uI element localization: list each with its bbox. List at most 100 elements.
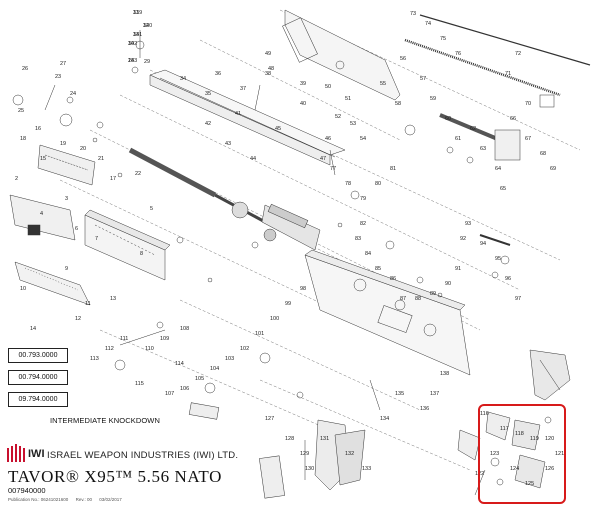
part-number-131: 131 <box>320 436 329 442</box>
part-number-130: 130 <box>305 466 314 472</box>
part-number-109: 109 <box>160 336 169 342</box>
part-number-20: 20 <box>80 146 86 152</box>
reference-number-2: 00.794.0000 <box>8 370 68 385</box>
part-number-55: 55 <box>380 81 386 87</box>
part-number-132: 132 <box>345 451 354 457</box>
recoil-rod <box>404 14 591 108</box>
part-number-45: 45 <box>275 126 281 132</box>
part-number-72: 72 <box>515 51 521 57</box>
part-number-8: 8 <box>140 251 143 257</box>
part-number-84: 84 <box>365 251 371 257</box>
publication-info: Publication No.: 06241021600 Rev.: 00 03… <box>8 497 128 502</box>
logo-stripes <box>7 444 25 462</box>
part-number-26: 26 <box>22 66 28 72</box>
part-number-103: 103 <box>225 356 234 362</box>
part-number-59: 59 <box>430 96 436 102</box>
part-number-80: 80 <box>375 181 381 187</box>
part-number-91: 91 <box>455 266 461 272</box>
part-number-78: 78 <box>345 181 351 187</box>
part-number-28: 28 <box>128 58 134 64</box>
part-number-43: 43 <box>225 141 231 147</box>
part-number-35: 35 <box>205 91 211 97</box>
top-housing <box>282 9 401 101</box>
logo-text: IWI <box>28 448 45 460</box>
part-number-46: 46 <box>325 136 331 142</box>
revision: Rev.: 00 <box>75 497 93 502</box>
part-number-49: 49 <box>265 51 271 57</box>
part-number-9: 9 <box>65 266 68 272</box>
part-number-33: 33 <box>133 32 139 38</box>
part-number-140: 140 <box>143 23 152 29</box>
part-number-61: 61 <box>455 136 461 142</box>
part-number-71: 71 <box>505 71 511 77</box>
part-number-139: 139 <box>133 10 142 16</box>
part-number-58: 58 <box>395 101 401 107</box>
part-number-62: 62 <box>470 126 476 132</box>
part-number-24: 24 <box>70 91 76 97</box>
part-number-100: 100 <box>270 316 279 322</box>
part-number-39: 39 <box>300 81 306 87</box>
forward-handguard <box>84 209 171 281</box>
part-number-81: 81 <box>390 166 396 172</box>
part-number-111: 111 <box>120 336 128 342</box>
part-number-31: 31 <box>133 10 139 16</box>
part-number-113: 113 <box>90 356 99 362</box>
part-number-123: 123 <box>490 451 499 457</box>
bolt-carrier <box>261 203 321 251</box>
part-number-112: 112 <box>105 346 114 352</box>
part-number-7: 7 <box>95 236 98 242</box>
part-number-93: 93 <box>465 221 471 227</box>
part-number-40: 40 <box>300 101 306 107</box>
part-number-124: 124 <box>510 466 519 472</box>
part-number-138: 138 <box>440 371 449 377</box>
part-number-12: 12 <box>75 316 81 322</box>
part-number-135: 135 <box>395 391 404 397</box>
part-number-142: 142 <box>128 41 137 47</box>
part-number-13: 13 <box>110 296 116 302</box>
part-number-77: 77 <box>330 166 336 172</box>
part-number-41: 41 <box>235 111 241 117</box>
part-number-134: 134 <box>380 416 389 422</box>
upper-rail <box>149 69 346 166</box>
part-number-114: 114 <box>175 361 184 367</box>
part-number-106: 106 <box>180 386 189 392</box>
part-number-18: 18 <box>20 136 26 142</box>
part-number-107: 107 <box>165 391 174 397</box>
part-number-74: 74 <box>425 21 431 27</box>
gas-piston <box>439 113 521 161</box>
part-number-121: 121 <box>555 451 564 457</box>
part-number-54: 54 <box>360 136 366 142</box>
front-plate <box>37 144 96 186</box>
part-number-57: 57 <box>420 76 426 82</box>
part-number-37: 37 <box>240 86 246 92</box>
part-number-117: 117 <box>500 426 509 432</box>
part-number-143: 143 <box>128 58 137 64</box>
part-number-94: 94 <box>480 241 486 247</box>
part-number-42: 42 <box>205 121 211 127</box>
part-number-16: 16 <box>35 126 41 132</box>
part-number-32: 32 <box>143 23 149 29</box>
part-number-34: 34 <box>180 76 186 82</box>
stock-body <box>304 249 471 376</box>
part-number-30: 30 <box>128 41 134 47</box>
part-number-87: 87 <box>400 296 406 302</box>
part-number-63: 63 <box>480 146 486 152</box>
part-number-23: 23 <box>55 74 61 80</box>
company-name: ISRAEL WEAPON INDUSTRIES (IWI) LTD. <box>47 450 239 461</box>
part-number-4: 4 <box>40 211 43 217</box>
part-number-90: 90 <box>445 281 451 287</box>
part-number-14: 14 <box>30 326 36 332</box>
part-number-136: 136 <box>420 406 429 412</box>
part-number-68: 68 <box>540 151 546 157</box>
part-number-65: 65 <box>500 186 506 192</box>
part-number-44: 44 <box>250 156 256 162</box>
part-number-97: 97 <box>515 296 521 302</box>
part-number-5: 5 <box>150 206 153 212</box>
reference-number-1: 00.793.0000 <box>8 348 68 363</box>
part-number-92: 92 <box>460 236 466 242</box>
part-number-50: 50 <box>325 84 331 90</box>
part-number-47: 47 <box>320 156 326 162</box>
part-number-21: 21 <box>98 156 104 162</box>
